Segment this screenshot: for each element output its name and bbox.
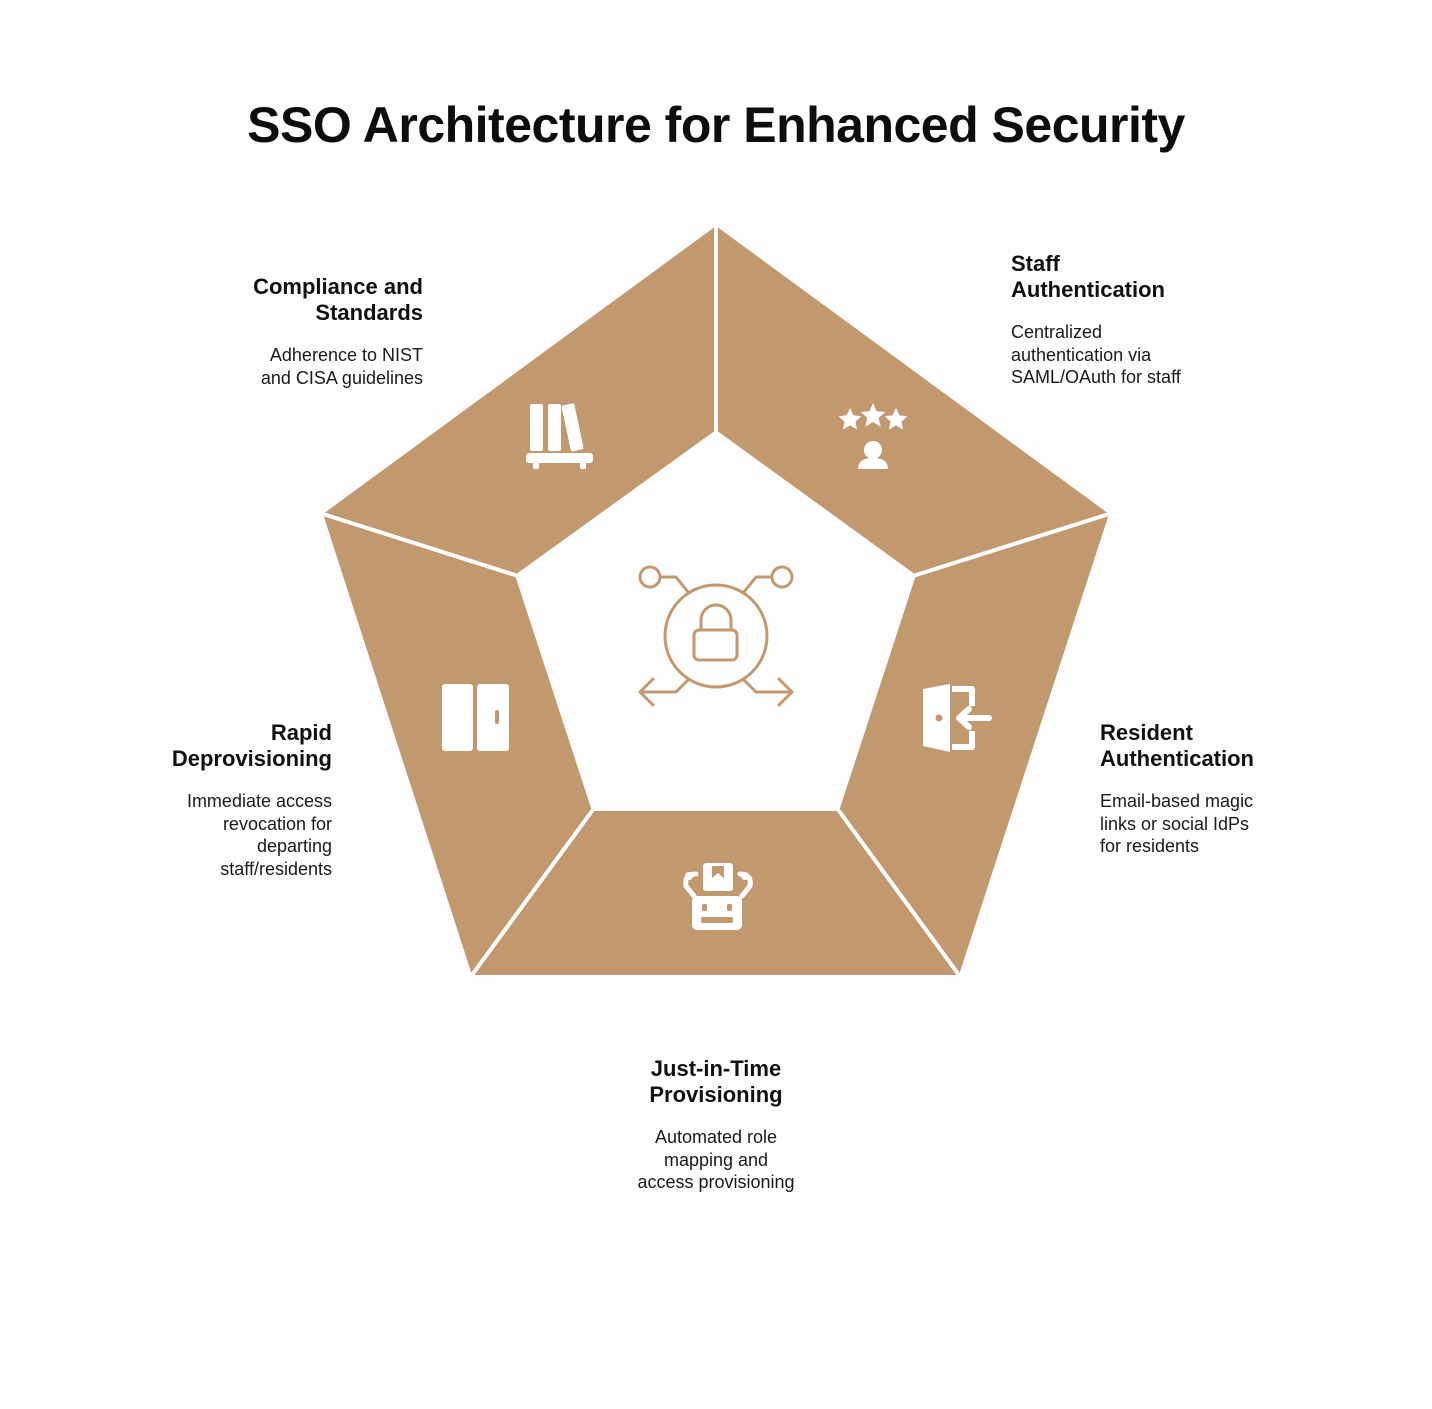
- desc-line: Centralized: [1011, 322, 1103, 342]
- title-line: Authentication: [1100, 746, 1254, 771]
- desc-line: Adherence to NIST: [269, 345, 423, 365]
- title-line: Resident: [1100, 720, 1193, 745]
- desc-line: departing: [256, 836, 332, 856]
- segment-compliance: [323, 226, 716, 575]
- segment-desc-deprovision: Immediate access revocation for departin…: [92, 790, 332, 880]
- label-jit: Just-in-Time Provisioning Automated role…: [566, 1056, 866, 1194]
- title-line: Rapid: [270, 720, 332, 745]
- desc-line: mapping and: [663, 1149, 769, 1170]
- door-enter-icon: [923, 684, 992, 752]
- desc-line: Automated role: [654, 1127, 778, 1147]
- lock-network-icon: [638, 565, 794, 707]
- segment-title-resident: Resident Authentication: [1100, 720, 1340, 772]
- segment-desc-jit: Automated role mapping and access provis…: [566, 1126, 866, 1194]
- segment-jit: [472, 811, 959, 975]
- label-resident: Resident Authentication Email-based magi…: [1100, 720, 1340, 858]
- bookshelf-icon: [526, 403, 593, 469]
- desc-line: revocation for: [222, 813, 332, 834]
- title-line: Provisioning: [649, 1082, 783, 1107]
- desc-line: access provisioning: [637, 1172, 795, 1192]
- label-deprovision: Rapid Deprovisioning Immediate access re…: [92, 720, 332, 880]
- title-line: Compliance and: [253, 274, 423, 299]
- title-line: Just-in-Time: [650, 1056, 782, 1081]
- segment-desc-compliance: Adherence to NIST and CISA guidelines: [153, 344, 423, 389]
- label-compliance: Compliance and Standards Adherence to NI…: [153, 274, 423, 389]
- robot-icon: [683, 863, 753, 930]
- desc-line: links or social IdPs: [1100, 813, 1250, 834]
- segment-desc-resident: Email-based magic links or social IdPs f…: [1100, 790, 1340, 858]
- title-line: Standards: [315, 300, 423, 325]
- segment-title-staff: Staff Authentication: [1011, 251, 1271, 303]
- desc-line: and CISA guidelines: [260, 367, 423, 388]
- rated-user-icon: [838, 403, 908, 469]
- desc-line: for residents: [1100, 836, 1200, 856]
- closed-door-icon: [442, 684, 509, 751]
- desc-line: Immediate access: [186, 791, 332, 811]
- desc-line: SAML/OAuth for staff: [1011, 367, 1181, 387]
- desc-line: authentication via: [1011, 344, 1152, 365]
- segment-title-deprovision: Rapid Deprovisioning: [92, 720, 332, 772]
- segment-title-jit: Just-in-Time Provisioning: [566, 1056, 866, 1108]
- segment-title-compliance: Compliance and Standards: [153, 274, 423, 326]
- segment-staff: [716, 226, 1109, 575]
- desc-line: Email-based magic: [1100, 791, 1254, 811]
- title-line: Deprovisioning: [171, 746, 332, 771]
- label-staff: Staff Authentication Centralized authent…: [1011, 251, 1271, 389]
- title-line: Authentication: [1011, 277, 1165, 302]
- title-line: Staff: [1011, 251, 1060, 276]
- segment-desc-staff: Centralized authentication via SAML/OAut…: [1011, 321, 1271, 389]
- segment-separators: [321, 224, 1111, 977]
- desc-line: staff/residents: [220, 858, 332, 879]
- page-title: SSO Architecture for Enhanced Security: [247, 97, 1185, 153]
